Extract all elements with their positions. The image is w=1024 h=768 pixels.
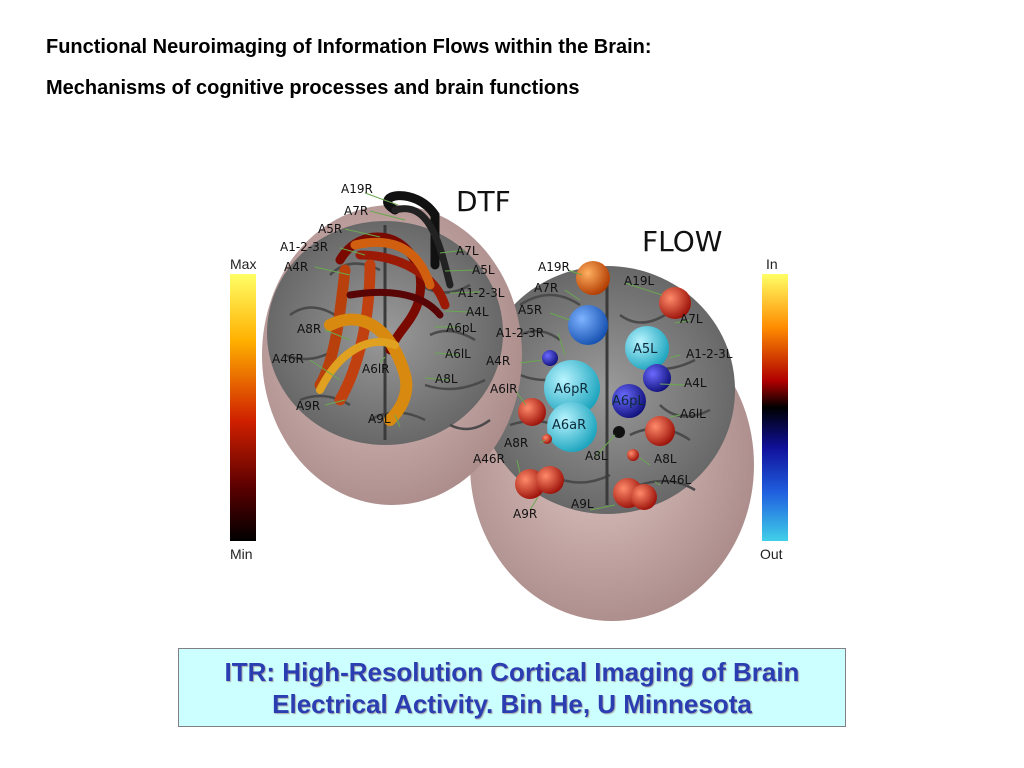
flow-ball-label-a6ar: A6aR (552, 418, 586, 433)
dtf-label-a4r: A4R (284, 260, 308, 274)
flow-label-a19r: A19R (538, 260, 570, 274)
dtf-label-a7l: A7L (456, 244, 479, 258)
flow-label-a5r: A5R (518, 303, 542, 317)
flow-label-a6lr: A6lR (490, 382, 518, 396)
dtf-colorbar-max-label: Max (230, 256, 256, 272)
flow-node-a46r-b (536, 466, 564, 494)
brain-connectivity-figure: Max Min In Out (230, 182, 788, 621)
flow-heading: FLOW (642, 225, 722, 258)
dtf-label-a5l: A5L (472, 263, 495, 277)
flow-label-a8l-2: A8L (654, 452, 677, 466)
flow-label-a9l: A9L (571, 497, 594, 511)
flow-node-a4r (542, 350, 558, 366)
flow-label-a5l-side: A1-2-3L (686, 347, 733, 361)
dtf-label-a7r: A7R (344, 204, 368, 218)
dtf-heading: DTF (456, 185, 511, 218)
flow-label-a9r: A9R (513, 507, 537, 521)
dtf-label-a8l: A8L (435, 372, 458, 386)
flow-node-a4l (643, 364, 671, 392)
flow-node-a46l-b (631, 484, 657, 510)
dtf-label-a9r: A9R (296, 399, 320, 413)
flow-label-a6ll: A6lL (680, 407, 706, 421)
flow-node-a6pr (544, 360, 600, 416)
flow-node-a5l (625, 326, 669, 370)
caption-line-2: Electrical Activity. Bin He, U Minnesota (272, 688, 752, 719)
flow-label-a8l: A8L (585, 449, 608, 463)
flow-head-model (470, 266, 754, 621)
flow-label-a4l: A4L (684, 376, 707, 390)
flow-label-a4r: A4R (486, 354, 510, 368)
dtf-label-a46r: A46R (272, 352, 304, 366)
flow-node-a6lr (518, 398, 546, 426)
flow-node-a6pl (612, 384, 646, 418)
flow-node-a6ar (547, 402, 597, 452)
flow-label-a123r: A1-2-3R (496, 326, 544, 340)
slide-title-line-2: Mechanisms of cognitive processes and br… (46, 77, 580, 99)
dtf-colorbar-min-label: Min (230, 546, 253, 562)
dtf-label-a19r: A19R (341, 182, 373, 196)
flow-label-a46l: A46L (661, 473, 691, 487)
flow-label-a7l: A7L (680, 312, 703, 326)
flow-node-a6ll (645, 416, 675, 446)
flow-node-a8r (542, 434, 552, 444)
flow-node-a19l (659, 287, 691, 319)
dtf-label-a6pl: A6pL (446, 321, 476, 335)
dtf-label-a123r: A1-2-3R (280, 240, 328, 254)
flow-ball-label-a6pl: A6pL (612, 394, 645, 409)
caption-box: ITR: High-Resolution Cortical Imaging of… (178, 648, 846, 727)
flow-label-a19l: A19L (624, 274, 654, 288)
dtf-labels (309, 192, 481, 428)
flow-node-a19r (576, 261, 610, 295)
flow-nodes: A6pR A6aR A5L A6pL (515, 261, 691, 510)
dtf-label-a6ll: A6lL (445, 347, 471, 361)
flow-label-a46r: A46R (473, 452, 505, 466)
dtf-label-a9l: A9L (368, 412, 391, 426)
flow-node-a7r (568, 305, 608, 345)
dtf-label-a123l: A1-2-3L (458, 286, 505, 300)
flow-label-a7r: A7R (534, 281, 558, 295)
flow-ball-label-a5l: A5L (633, 342, 658, 357)
flow-node-a8l (627, 449, 639, 461)
flow-labels (514, 269, 691, 511)
slide-title-line-1: Functional Neuroimaging of Information F… (46, 36, 652, 58)
flow-colorbar-in-label: In (766, 256, 778, 272)
flow-label-a8r: A8R (504, 436, 528, 450)
caption-line-1: ITR: High-Resolution Cortical Imaging of… (224, 656, 800, 687)
flow-ball-label-a6pr: A6pR (554, 382, 588, 397)
dtf-colorbar (230, 274, 256, 541)
dtf-label-a5r: A5R (318, 222, 342, 236)
dtf-label-a4l: A4L (466, 305, 489, 319)
dtf-label-a8r: A8R (297, 322, 321, 336)
dtf-connection-tubes (314, 191, 454, 426)
flow-node-a8l-dot (613, 426, 625, 438)
dtf-label-a6lr: A6lR (362, 362, 390, 376)
flow-colorbar-out-label: Out (760, 546, 783, 562)
flow-colorbar (762, 274, 788, 541)
